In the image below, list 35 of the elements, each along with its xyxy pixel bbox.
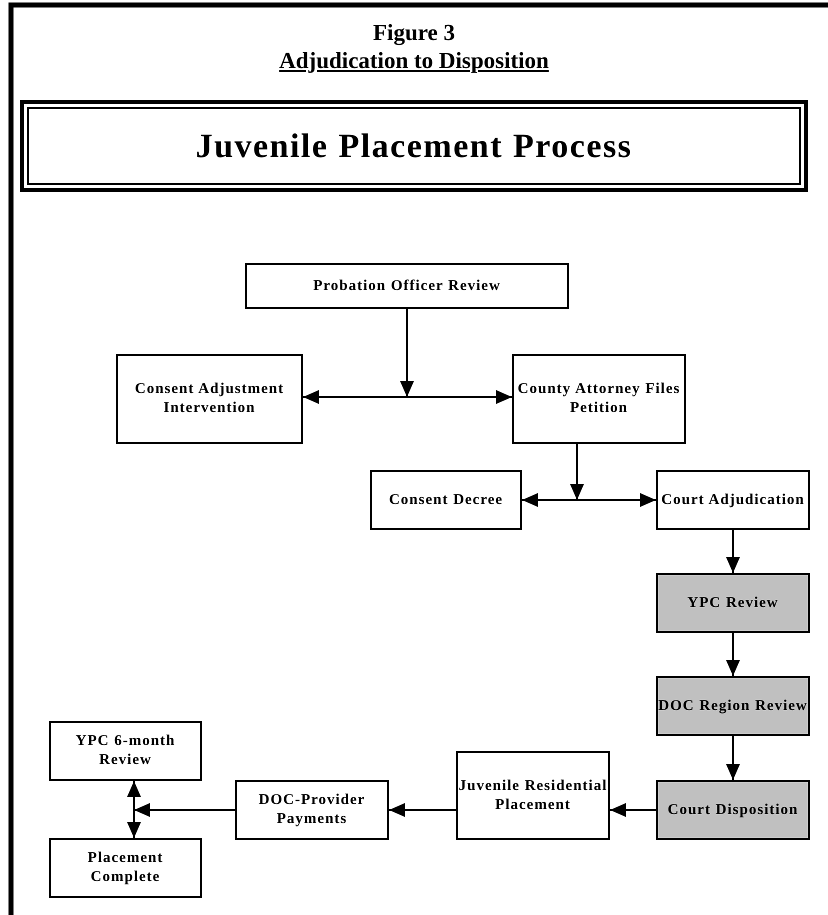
box-label: County Attorney Files Petition	[516, 380, 682, 418]
arrow	[726, 736, 740, 780]
arrow	[389, 803, 456, 817]
process-box	[456, 751, 610, 840]
process-box	[235, 780, 389, 840]
shaded-process-box	[656, 780, 810, 840]
box-label: Consent Adjustment Intervention	[134, 380, 286, 418]
title-banner	[20, 100, 808, 192]
arrow	[610, 803, 656, 817]
arrow-trunk	[570, 444, 584, 500]
shaded-process-box	[656, 676, 810, 736]
box-label: Consent Decree	[388, 490, 504, 510]
box-label: DOC-Provider Payments	[258, 791, 366, 829]
box-label: Court Adjudication	[661, 490, 805, 510]
arrow	[726, 633, 740, 676]
process-box	[370, 470, 522, 530]
process-box	[49, 721, 202, 781]
box-label: DOC Region Review	[658, 696, 808, 716]
box-label: Court Disposition	[668, 800, 798, 820]
shaded-process-box	[656, 573, 810, 633]
arrow	[726, 530, 740, 573]
arrow-trunk	[400, 309, 414, 397]
process-box	[116, 354, 303, 444]
box-label: YPC 6-month Review	[74, 732, 176, 770]
arrow-trunk	[134, 803, 235, 817]
process-box	[512, 354, 686, 444]
process-box	[49, 838, 202, 898]
figure-subtitle: Adjudication to Disposition	[278, 48, 550, 74]
box-label: YPC Review	[687, 594, 779, 612]
box-label: Placement Complete	[86, 849, 164, 887]
figure-title: Figure 3	[372, 20, 456, 46]
box-label: Juvenile Residential Placement	[458, 776, 608, 814]
process-box	[656, 470, 810, 530]
box-label: Probation Officer Review	[313, 276, 501, 296]
process-box	[245, 263, 569, 309]
